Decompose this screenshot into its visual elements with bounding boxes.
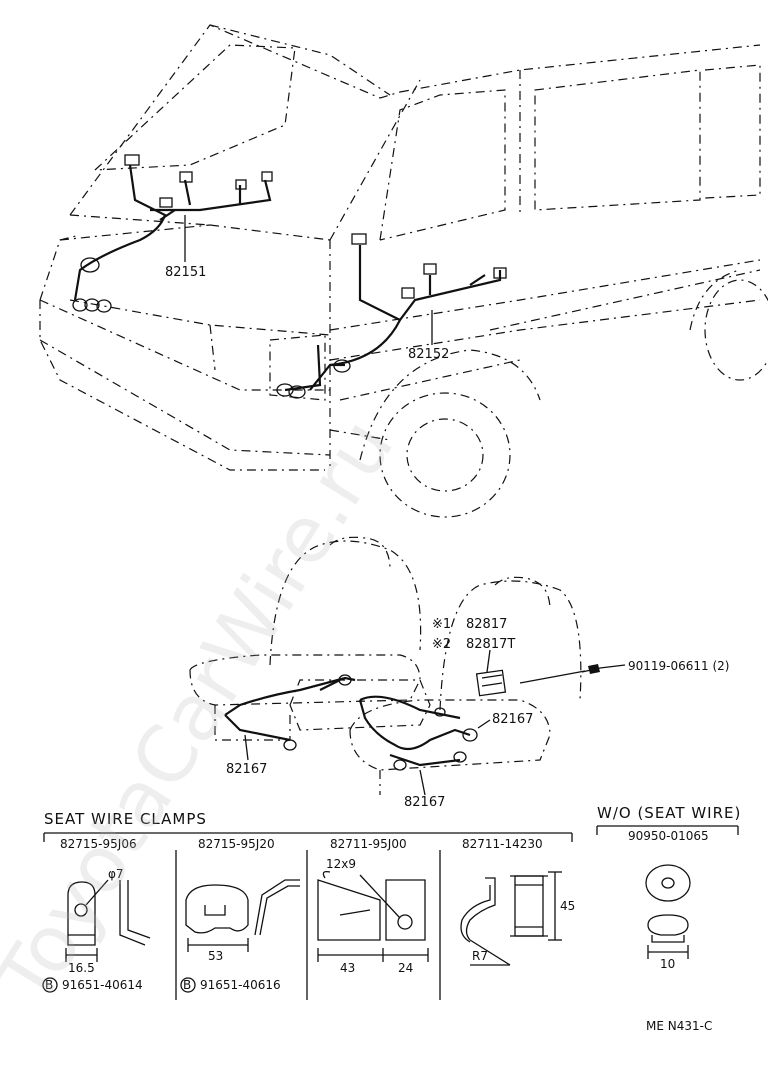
clamp1-dim-width: 16.5 (68, 961, 95, 975)
clamp4-dim-radius: R7 (472, 949, 488, 963)
clamp1-sub-part: 91651-40614 (62, 978, 143, 992)
note2-mark: ※2 (432, 637, 451, 652)
clamps-title: SEAT WIRE CLAMPS (44, 810, 207, 828)
callout-82167-bottom: 82167 (404, 795, 445, 810)
watermark: ToyotaCarWire.ru (0, 404, 411, 1021)
wo-seat-wire: W/O (SEAT WIRE) 90950-01065 10 (596, 804, 741, 971)
clamp4-dim-height: 45 (560, 899, 575, 913)
clamp1-dim-dia: φ7 (108, 867, 124, 881)
callout-82167-right: 82167 (492, 712, 533, 727)
clamp2-sub-mark: B (183, 978, 191, 992)
wo-part: 90950-01065 (628, 829, 709, 843)
callout-82167-left: 82167 (226, 762, 267, 777)
van-illustration: 82151 82152 (39, 24, 768, 518)
clamp3-dim-b: 24 (398, 961, 413, 975)
wo-title: W/O (SEAT WIRE) (597, 804, 741, 822)
seat-illustration: ※1 82817 ※2 82817T 90119-06611 (2) 82167… (189, 536, 730, 810)
note1-part: 82817 (466, 617, 507, 632)
clamp-part-3: 82711-95J00 (330, 837, 407, 851)
clamp-part-4: 82711-14230 (462, 837, 543, 851)
drawing-code: ME N431-C (646, 1019, 712, 1033)
clamp3-dim-a: 43 (340, 961, 355, 975)
seat-wire-clamps: SEAT WIRE CLAMPS 82715-95J06 82715-95J20… (42, 810, 575, 1000)
clamp-part-1: 82715-95J06 (60, 837, 137, 851)
wo-dim: 10 (660, 957, 675, 971)
note1-mark: ※1 (432, 617, 451, 632)
clamp2-sub-part: 91651-40616 (200, 978, 281, 992)
clamp-part-2: 82715-95J20 (198, 837, 275, 851)
note2-part: 82817T (466, 637, 515, 652)
callout-82151: 82151 (165, 265, 206, 280)
clamp1-sub-mark: B (45, 978, 53, 992)
clamp3-dim-hole: 12x9 (326, 857, 356, 871)
callout-82152: 82152 (408, 347, 449, 362)
callout-bolt: 90119-06611 (2) (628, 659, 730, 673)
clamp2-dim-width: 53 (208, 949, 223, 963)
